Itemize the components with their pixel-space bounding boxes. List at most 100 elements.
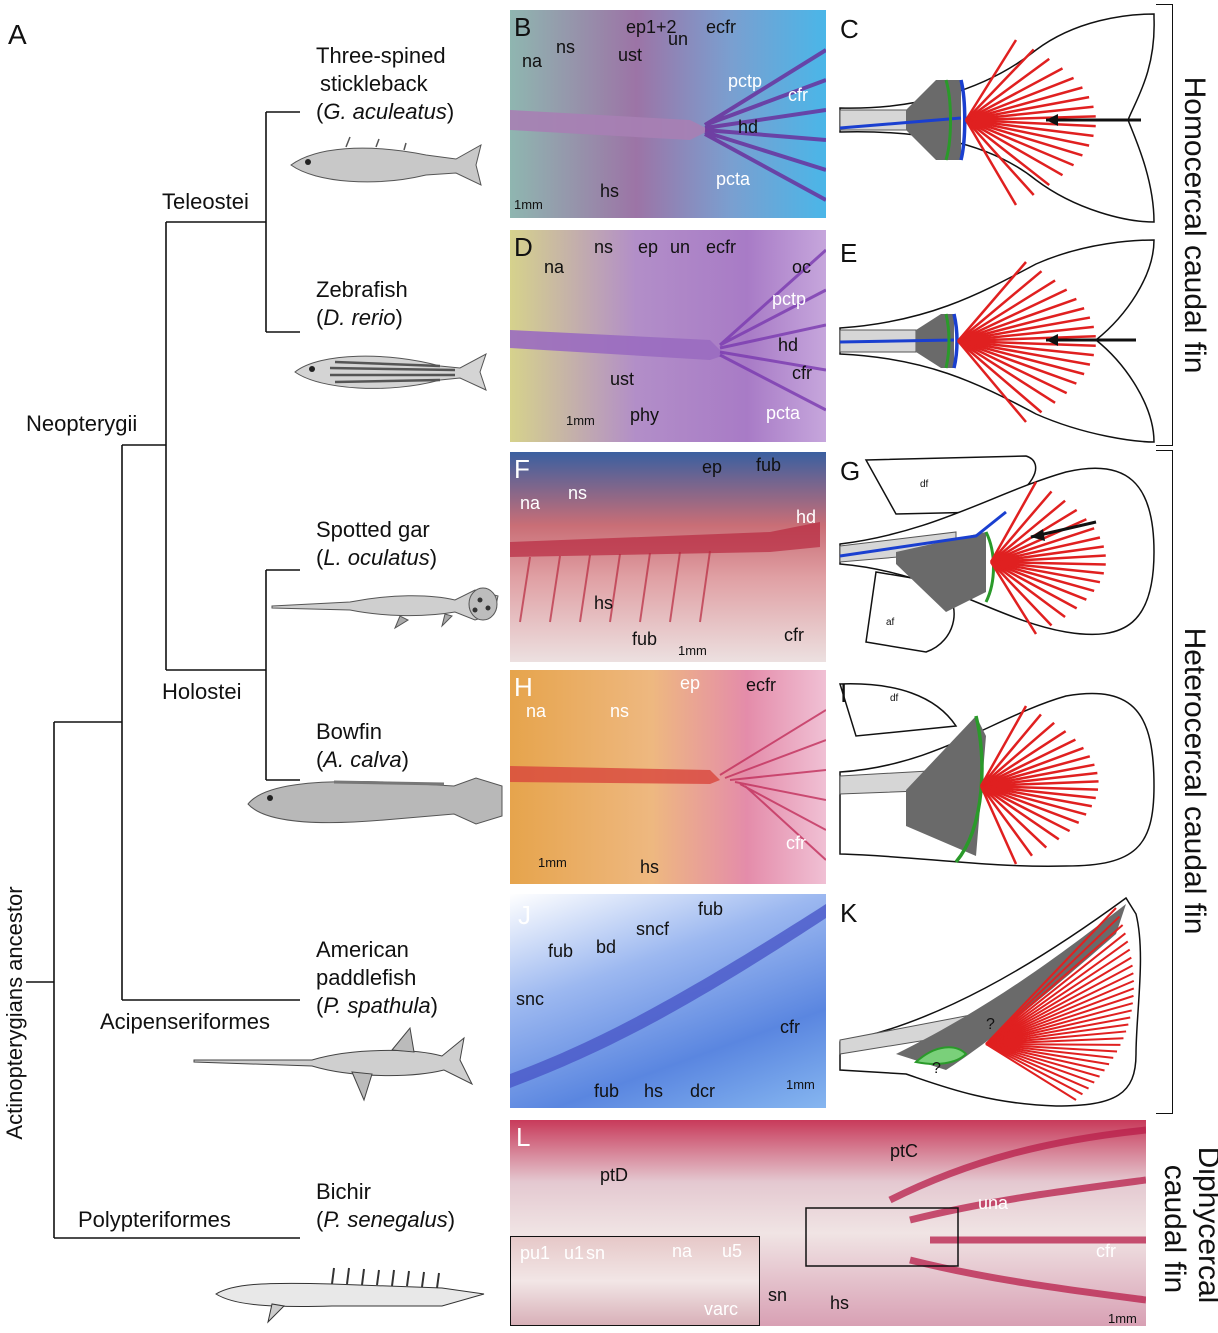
fin-ray [990,560,1106,566]
fin-ray [957,325,1094,343]
fin-ray [985,948,1131,1045]
fin-ray [985,994,1134,1045]
diagram-panel-k [839,896,1142,1107]
label-ns: ns [568,483,588,503]
label-un: un [668,29,689,49]
fin-ray [985,964,1133,1045]
panel-letter-j: J [518,900,531,930]
fin-ray [957,339,1085,376]
label-varc: varc [704,1299,739,1319]
clade-neopterygii: Neopterygii [26,411,138,436]
fish-illustration-zebrafish [294,352,487,391]
label-hs: hs [830,1293,850,1313]
fin-ray [965,119,1035,196]
label-hd: hd [778,335,799,355]
scale-bar: 1mm [538,855,567,870]
panel-letter-b: B [514,12,532,42]
panel-letter-f: F [514,454,530,484]
label-hs: hs [594,593,614,613]
label-pctp: pctp [772,289,807,309]
scale-bar: 1mm [566,413,595,428]
fin-ray [990,490,1053,563]
fin-ray [985,1043,1100,1078]
fin-ray [980,784,1071,833]
label-fub-3: fub [594,1081,620,1101]
label-pcta: pcta [766,403,801,423]
fin-ray [965,118,1083,157]
fin-ray [985,1043,1110,1066]
fin-ray [980,784,1093,808]
panel-letter-l: L [516,1122,531,1152]
scale-bar: 1mm [514,197,543,212]
fin-ray [980,785,1048,849]
label-ep: ep [680,673,701,693]
label-ns: ns [610,701,630,721]
photo-panel-b: B na ns ep1+2 ust un ecfr pctp cfr hd hs… [510,10,826,218]
label-na: na [544,257,565,277]
label-ust: ust [610,369,635,389]
label-ns: ns [556,37,576,57]
fin-ray [985,1043,1077,1101]
label-na: na [526,701,547,721]
label-sncf: sncf [636,919,670,939]
label-bd: bd [596,937,617,957]
fin-ray [957,261,1027,342]
panel-letter-a: A [8,19,27,50]
label-ptD: ptD [600,1165,629,1185]
label-hs: hs [644,1081,664,1101]
label-hd: hd [738,117,759,137]
fish-illustration-stickleback [290,136,482,186]
species-gar: Spotted gar (L. oculatus) [316,517,438,570]
fin-ray [965,118,1096,128]
label-ptC: ptC [890,1141,919,1161]
fin-ray [957,339,1077,385]
fish-illustration-bichir [215,1267,485,1324]
diagram-panel-e [839,239,1155,443]
species-bichir: Bichir (P. senegalus) [316,1179,456,1232]
fin-ray [985,1043,1118,1053]
panel-letter-c: C [840,14,859,44]
fin-ray [965,105,1094,122]
label-fub: fub [756,455,782,475]
fin-ray [990,518,1087,564]
fin-ray [990,560,1066,618]
fin-ray [965,119,1050,187]
fish-illustration-paddlefish [193,1026,474,1102]
fin-ray [980,746,1084,788]
label-hd: hd [796,507,817,527]
fin-ray [980,763,1095,788]
fin-ray [985,1030,1127,1045]
fin-ray [989,561,1038,635]
clade-ancestor: Actinopterygians ancestor [2,886,27,1140]
fin-ray [965,76,1075,122]
label-ep: ep [702,457,723,477]
scale-bar: 1mm [1108,1311,1137,1326]
fin-ray [965,118,1094,138]
clade-teleostei: Teleostei [162,189,249,214]
fin-ray [985,932,1127,1045]
panel-letter-e: E [840,238,858,268]
label-df: df [920,479,929,490]
label-ust: ust [618,45,643,65]
fin-ray [980,784,1087,816]
label-u1: u1 [564,1243,585,1263]
fin-ray [985,1043,1095,1084]
label-na: na [522,51,543,71]
fish-illustration-bowfin [247,777,503,825]
fin-ray [985,1016,1131,1045]
fin-ray [990,560,1078,610]
fin-ray [965,57,1050,122]
fin-ray [990,536,1101,564]
fin-ray [985,907,1117,1045]
fin-ray [980,713,1042,787]
label-af: af [886,617,895,628]
fin-ray [965,67,1064,122]
fin-ray [990,527,1095,564]
scale-bar: 1mm [786,1077,815,1092]
label-ep: ep1+2 [626,17,677,37]
label-phy: phy [630,405,660,425]
fin-ray [985,940,1129,1045]
fin-type-diphycercal: Diphycercal [1192,1146,1218,1304]
fin-ray [957,335,1096,343]
fin-ray [990,545,1104,564]
